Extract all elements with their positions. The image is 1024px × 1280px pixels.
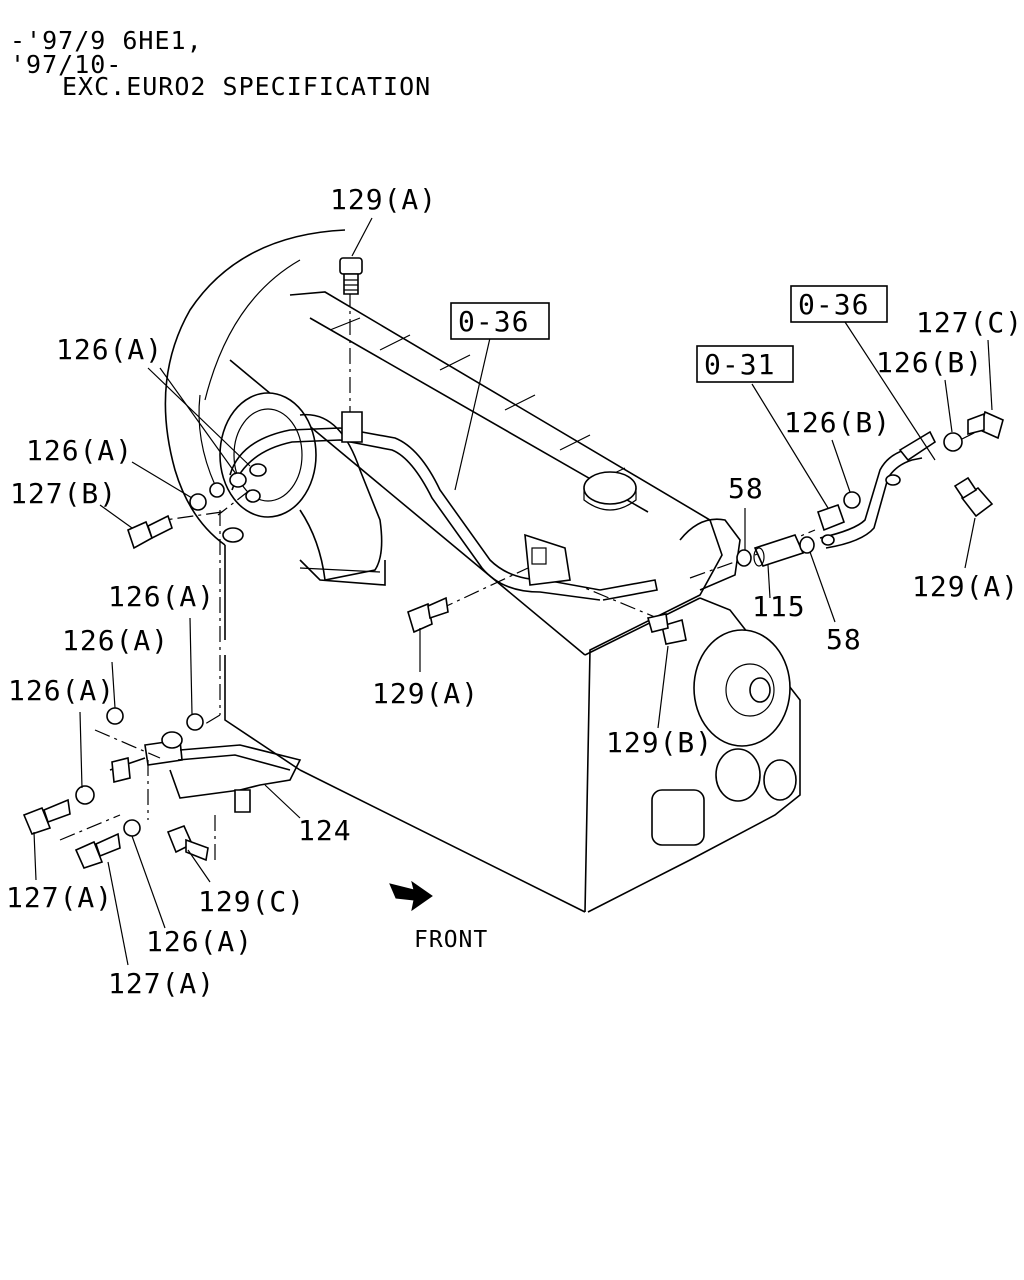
bracket-124 bbox=[109, 731, 302, 813]
bolt-129a-mid bbox=[407, 596, 449, 634]
ref-036-a-label: 0-36 bbox=[458, 305, 529, 338]
turbocharger bbox=[219, 392, 386, 586]
ref-031-label: 0-31 bbox=[704, 348, 775, 381]
bolt-127c bbox=[967, 410, 1004, 440]
header-line-2: '97/10- bbox=[10, 50, 123, 79]
header-line-3: EXC.EURO2 SPECIFICATION bbox=[62, 72, 432, 101]
ref-box-031[interactable]: 0-31 bbox=[696, 345, 794, 383]
ref-036-b-label: 0-36 bbox=[798, 288, 869, 321]
label-126a-4: 126(A) bbox=[62, 624, 169, 657]
bolt-129b bbox=[646, 613, 687, 645]
washer-126a-c bbox=[75, 707, 204, 837]
label-129a-right: 129(A) bbox=[912, 570, 1019, 603]
label-129b: 129(B) bbox=[606, 726, 713, 759]
label-126a-5: 126(A) bbox=[8, 674, 115, 707]
leader-dash-lines bbox=[59, 290, 991, 860]
label-58-top: 58 bbox=[728, 472, 764, 505]
oil-pipe-upper bbox=[229, 427, 658, 601]
bolt-127a-2 bbox=[74, 832, 121, 869]
label-127a-1: 127(A) bbox=[6, 881, 113, 914]
bolt-127a-1 bbox=[22, 798, 71, 835]
bolt-127b bbox=[127, 514, 173, 550]
label-115: 115 bbox=[752, 590, 806, 623]
label-124: 124 bbox=[298, 814, 352, 847]
label-129a-top: 129(A) bbox=[330, 183, 437, 216]
clamp-58-b bbox=[799, 536, 815, 554]
label-126b-1: 126(B) bbox=[784, 406, 891, 439]
ref-box-036-a[interactable]: 0-36 bbox=[450, 302, 550, 340]
label-126a-3: 126(A) bbox=[108, 580, 215, 613]
label-129a-mid: 129(A) bbox=[372, 677, 479, 710]
bolt-129a-right bbox=[953, 476, 994, 518]
ref-box-036-b[interactable]: 0-36 bbox=[790, 285, 888, 323]
hose-115 bbox=[753, 534, 805, 567]
label-127c: 127(C) bbox=[916, 306, 1023, 339]
front-label: FRONT bbox=[414, 927, 488, 953]
label-127b: 127(B) bbox=[10, 477, 117, 510]
washer-126b-right bbox=[943, 432, 963, 452]
bolt-129a-clip bbox=[341, 411, 363, 443]
pipe-bracket bbox=[524, 533, 571, 586]
label-126a-2: 126(A) bbox=[26, 434, 133, 467]
label-126a-6: 126(A) bbox=[146, 925, 253, 958]
header-line-1: -'97/9 6HE1, bbox=[10, 26, 203, 55]
oil-pipe-right bbox=[819, 430, 937, 549]
front-arrow-icon bbox=[389, 880, 433, 912]
bolt-129c bbox=[166, 824, 209, 862]
label-126a-1: 126(A) bbox=[56, 333, 163, 366]
label-127a-2: 127(A) bbox=[108, 967, 215, 1000]
union-bolt-126b bbox=[816, 491, 861, 532]
leader-lines bbox=[33, 217, 993, 966]
label-126b-2: 126(B) bbox=[876, 346, 983, 379]
washer-126a-a bbox=[209, 463, 267, 503]
label-58-bot: 58 bbox=[826, 623, 862, 656]
clamp-58-a bbox=[736, 549, 752, 567]
water-pump bbox=[651, 518, 797, 846]
washer-126a-b bbox=[189, 493, 207, 511]
label-129c: 129(C) bbox=[198, 885, 305, 918]
bolt-129a-top bbox=[339, 257, 363, 295]
